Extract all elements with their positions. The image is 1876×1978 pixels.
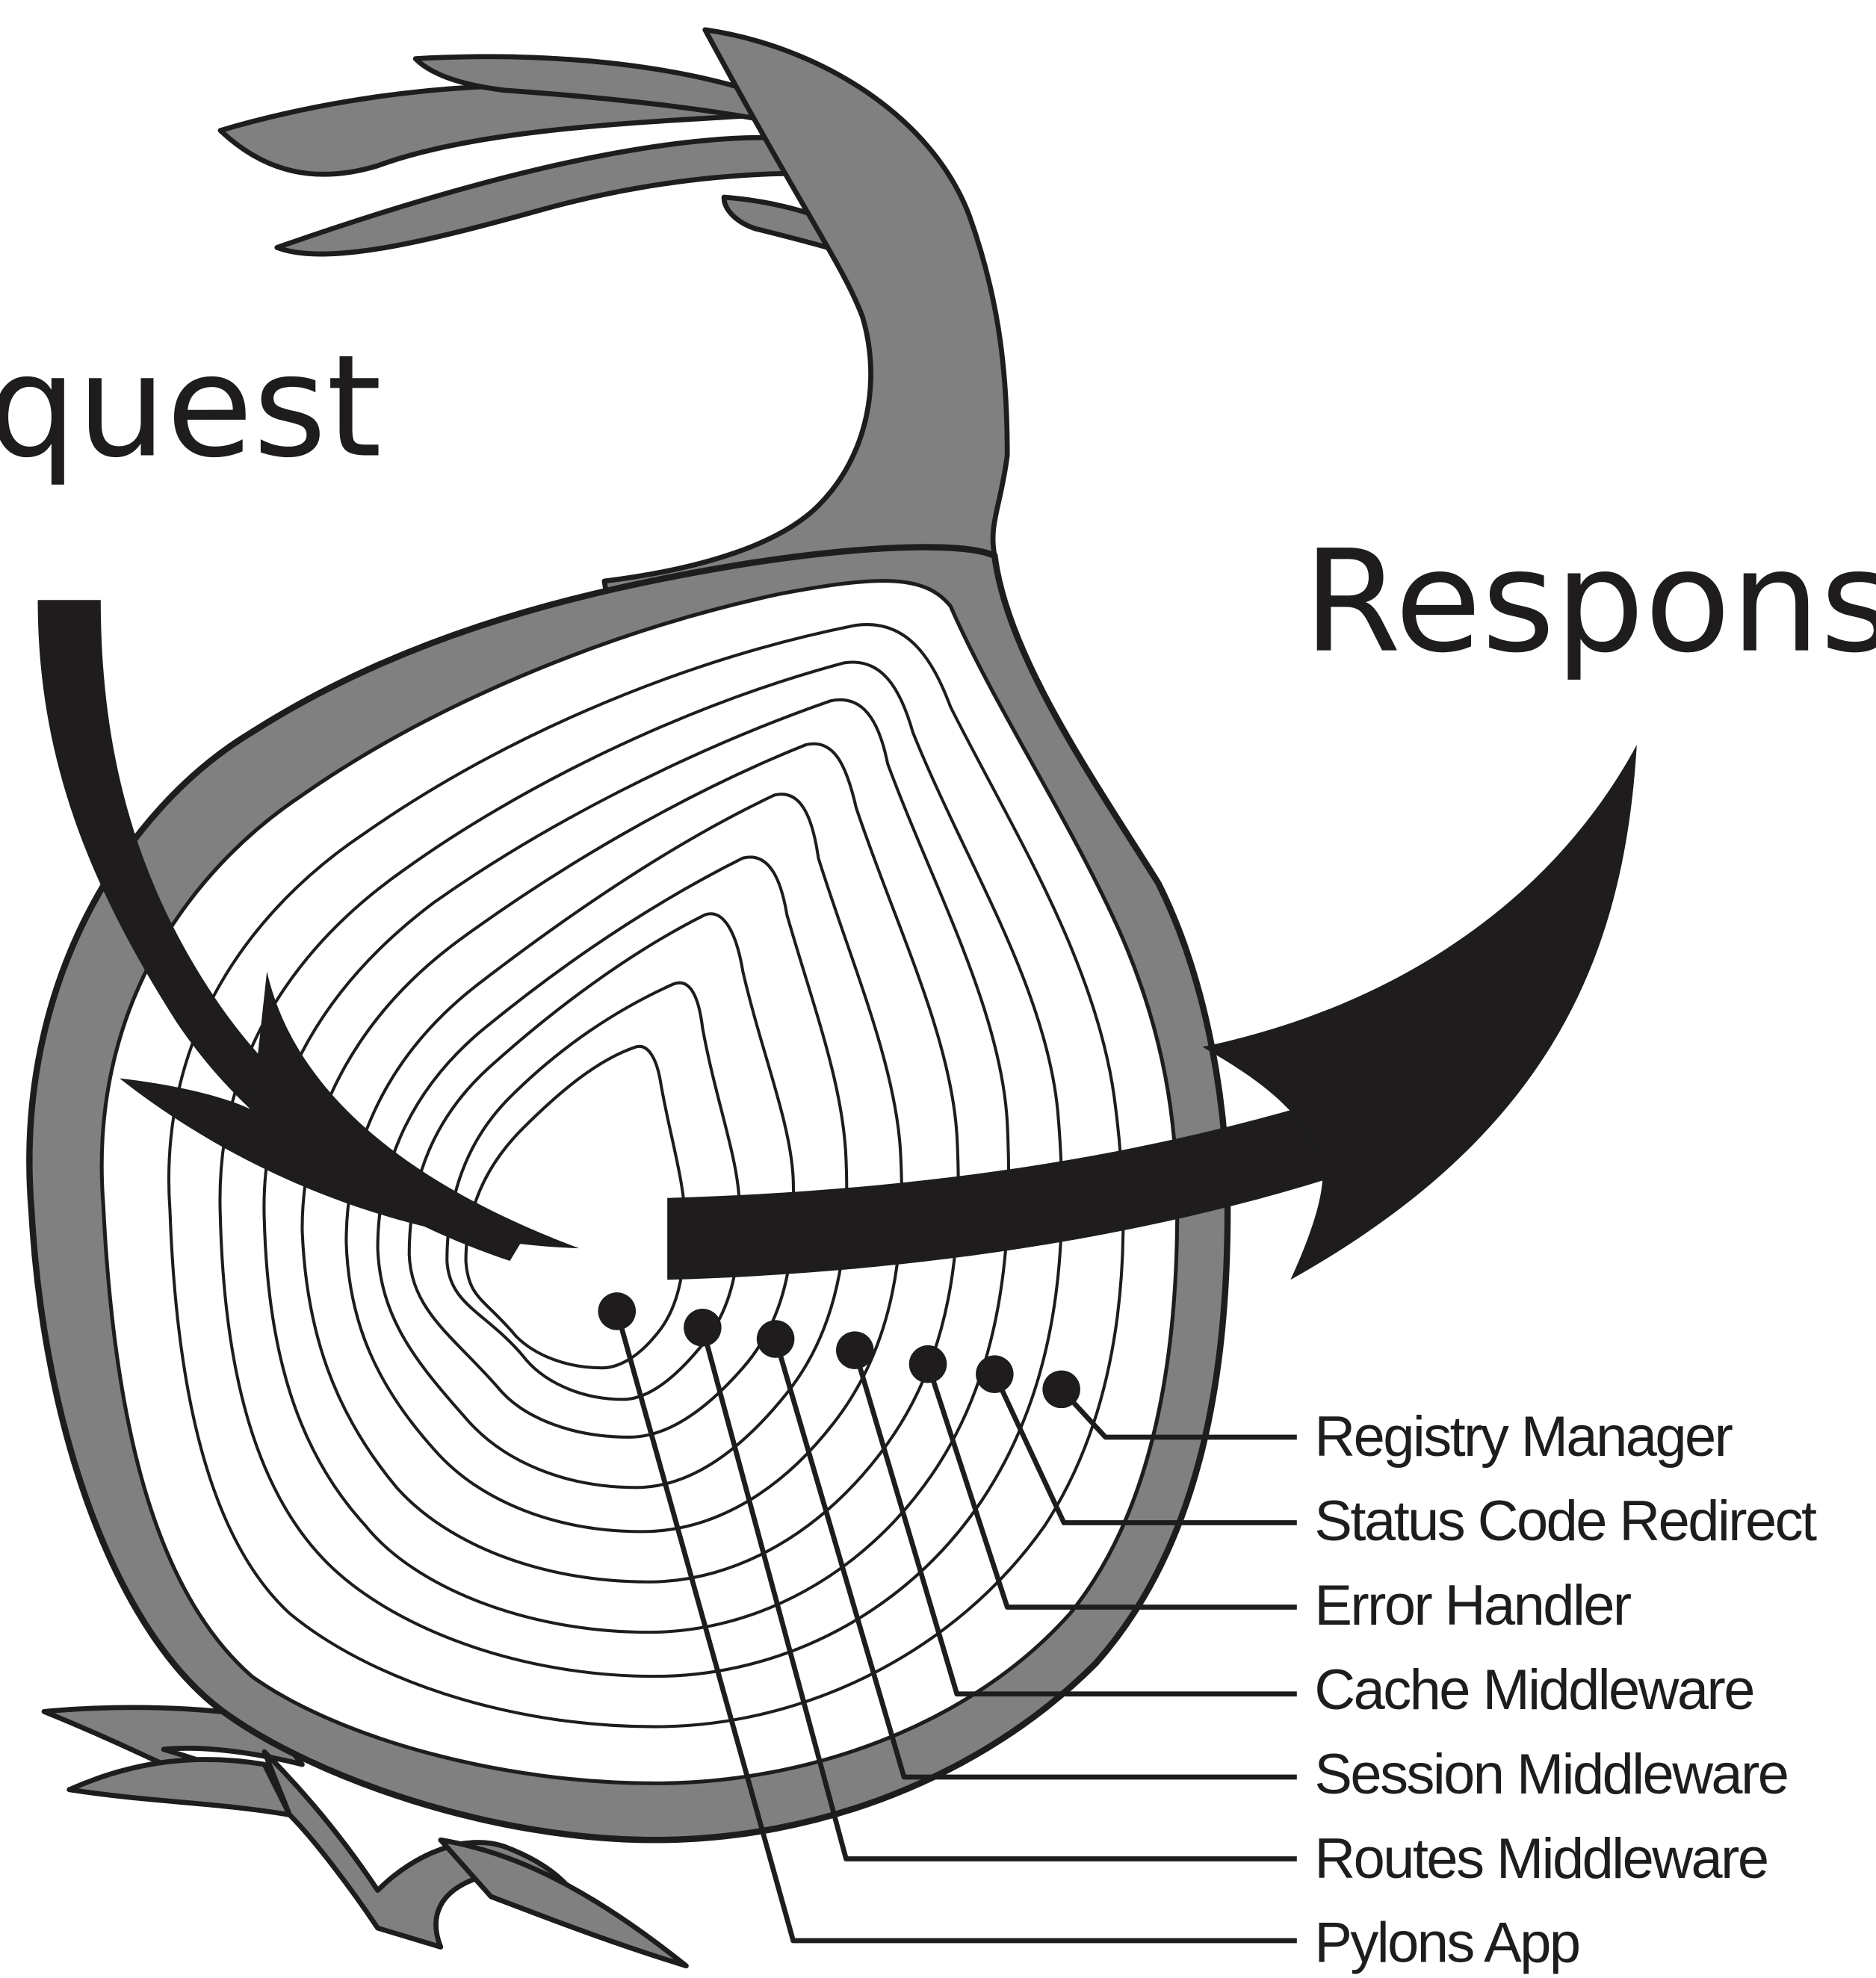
request-label: quest [0, 324, 382, 489]
dot-session-middleware [757, 1320, 795, 1358]
dot-pylons-app [598, 1292, 636, 1330]
layer-labels: Registry Manager Status Code Redirect Er… [1314, 1405, 1817, 1974]
root-4 [441, 1840, 687, 1966]
label-session-middleware: Session Middleware [1314, 1743, 1787, 1806]
response-arrow-head [1202, 745, 1636, 1280]
label-cache-middleware: Cache Middleware [1314, 1658, 1753, 1722]
label-error-handler: Error Handler [1314, 1574, 1631, 1637]
label-status-code-redirect: Status Code Redirect [1314, 1489, 1817, 1553]
dot-registry-manager [1042, 1371, 1080, 1409]
root-2 [69, 1759, 290, 1814]
response-label: Respons [1303, 520, 1876, 684]
dot-status-code-redirect [976, 1355, 1014, 1393]
dot-routes-middleware [684, 1309, 722, 1347]
label-pylons-app: Pylons App [1314, 1912, 1579, 1975]
label-registry-manager: Registry Manager [1314, 1405, 1732, 1469]
label-routes-middleware: Routes Middleware [1314, 1827, 1767, 1891]
dot-cache-middleware [836, 1331, 874, 1369]
dot-error-handler [909, 1345, 947, 1383]
